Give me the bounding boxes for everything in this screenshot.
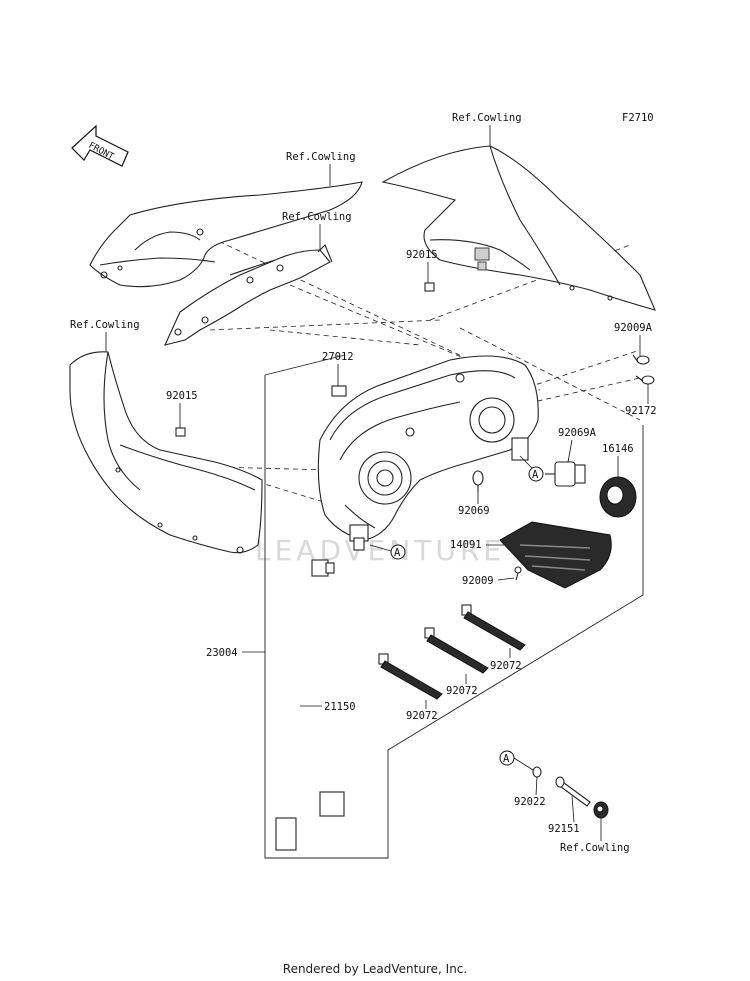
svg-text:16146: 16146 [602, 443, 634, 455]
svg-text:A: A [394, 547, 401, 559]
ref-cowling-top-right-label: Ref.Cowling [452, 112, 522, 146]
part-92072-tie-a [461, 604, 526, 651]
part-92151-bolt [555, 776, 591, 807]
svg-text:92072: 92072 [446, 685, 478, 697]
label-92069A: 92069A [558, 427, 597, 463]
part-92072-tie-b [424, 627, 489, 674]
svg-text:14091: 14091 [450, 539, 482, 551]
footer-credit: Rendered by LeadVenture, Inc. [282, 962, 468, 976]
upper-cowling-right [381, 145, 656, 311]
label-92009: 92009 [462, 575, 515, 587]
label-92151: 92151 [548, 795, 580, 835]
svg-text:92022: 92022 [514, 796, 546, 808]
part-92022-washer [532, 766, 542, 778]
label-92072-b: 92072 [446, 674, 478, 697]
part-16146-cap [599, 476, 637, 518]
cowling-nut [593, 801, 609, 819]
svg-text:A: A [503, 753, 510, 765]
label-92015-b: 92015 [166, 390, 198, 428]
svg-text:21150: 21150 [324, 701, 356, 713]
svg-text:23004: 23004 [206, 647, 238, 659]
svg-text:Ref.Cowling: Ref.Cowling [560, 842, 630, 854]
svg-text:Ref.Cowling: Ref.Cowling [70, 319, 140, 331]
callout-a-connector: A [519, 455, 544, 482]
svg-text:92009: 92009 [462, 575, 494, 587]
cowling-bracket [164, 244, 333, 346]
part-92072-tie-c [378, 653, 443, 700]
ref-cowling-upper-label: Ref.Cowling [286, 151, 356, 186]
callout-a-bolt: A [499, 750, 534, 771]
part-27012-plate [331, 385, 347, 397]
watermark: LEADVENTURE [255, 534, 505, 567]
svg-text:92072: 92072 [490, 660, 522, 672]
ref-cowling-bracket-label: Ref.Cowling [282, 211, 352, 250]
label-21150: 21150 [300, 701, 356, 713]
label-92022: 92022 [514, 776, 546, 808]
label-92009A: 92009A [614, 322, 653, 356]
front-arrow-icon: FRONT [71, 124, 129, 167]
label-92015-a: 92015 [406, 249, 438, 283]
part-92015-clip-a [424, 282, 435, 292]
svg-text:92069A: 92069A [558, 427, 597, 439]
label-16146: 16146 [602, 443, 634, 477]
label-92072-a: 92072 [490, 648, 522, 672]
svg-text:92015: 92015 [166, 390, 198, 402]
headlight-assembly [317, 355, 539, 551]
svg-text:Ref.Cowling: Ref.Cowling [286, 151, 356, 163]
svg-text:92015: 92015 [406, 249, 438, 261]
part-14091-cover [499, 521, 612, 589]
assembly-outline [264, 375, 644, 859]
svg-text:A: A [532, 469, 539, 481]
svg-text:92009A: 92009A [614, 322, 653, 334]
label-14091: 14091 [450, 539, 504, 551]
label-92069: 92069 [458, 492, 490, 517]
label-92072-c: 92072 [406, 700, 438, 722]
part-92069-bulb [472, 470, 484, 492]
upper-cowling-left [89, 181, 363, 288]
side-cowling-left [69, 351, 263, 554]
svg-text:Ref.Cowling: Ref.Cowling [282, 211, 352, 223]
label-92172: 92172 [625, 384, 657, 417]
part-92009-screw [514, 566, 522, 581]
svg-text:Ref.Cowling: Ref.Cowling [452, 112, 522, 124]
part-92015-clip-b [175, 427, 186, 437]
svg-text:92072: 92072 [406, 710, 438, 722]
label-23004: 23004 [206, 647, 265, 659]
svg-text:92069: 92069 [458, 505, 490, 517]
callout-a-headlight: A [369, 544, 406, 560]
label-27012: 27012 [322, 351, 354, 386]
svg-text:92151: 92151 [548, 823, 580, 835]
figure-code: F2710 [622, 112, 654, 124]
part-21150-harness [275, 559, 345, 851]
svg-text:92172: 92172 [625, 405, 657, 417]
ref-cowling-bottom-label: Ref.Cowling [560, 818, 630, 854]
part-92172-screw [635, 375, 655, 385]
svg-text:27012: 27012 [322, 351, 354, 363]
ref-cowling-left-label: Ref.Cowling [70, 319, 140, 352]
part-92009A-screw [632, 354, 650, 365]
part-92069A-bulb [545, 461, 586, 487]
